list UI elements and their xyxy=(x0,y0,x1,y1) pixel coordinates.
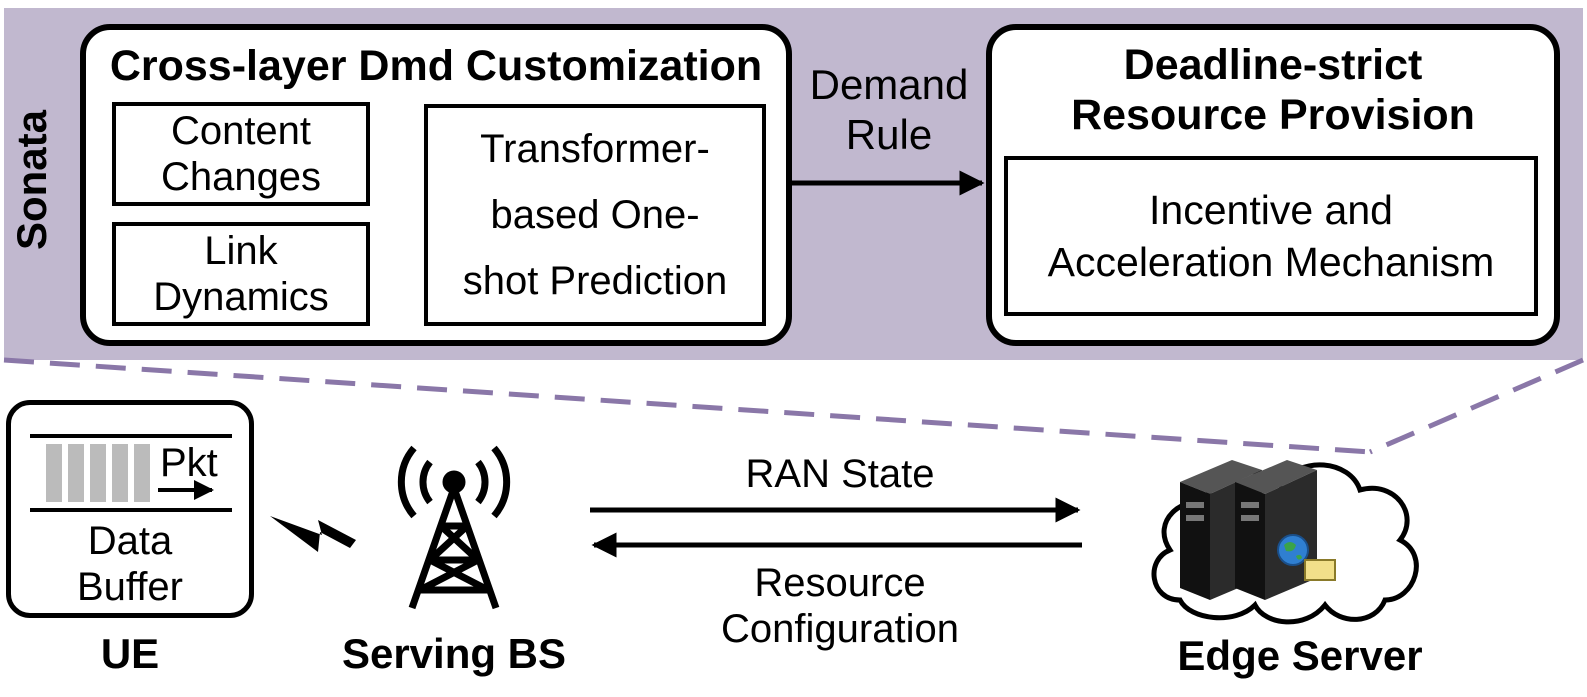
incentive-line: Incentive and xyxy=(1149,187,1393,233)
transformer-line: Transformer- xyxy=(480,127,710,171)
zoom-line-right xyxy=(1369,357,1584,455)
packet xyxy=(90,444,106,502)
packet xyxy=(46,444,62,502)
resource-configuration-line: Configuration xyxy=(721,607,959,651)
ue-label: UE xyxy=(100,630,160,677)
content-changes-line: Content xyxy=(170,109,312,153)
transformer-prediction-box: Transformer- based One- shot Prediction xyxy=(424,104,766,326)
globe-land xyxy=(1284,542,1302,560)
deadline-title: Deadline-strict Resource Provision xyxy=(992,38,1554,142)
packet-label: Pkt xyxy=(160,441,218,485)
deadline-title-line: Deadline-strict xyxy=(1123,41,1423,89)
resource-configuration-label: Resource Configuration xyxy=(640,556,1040,656)
demand-rule-label: Demand Rule xyxy=(796,58,982,162)
serving-bs-label: Serving BS xyxy=(341,630,567,677)
demand-rule-line: Demand xyxy=(809,61,969,108)
link-dynamics-line: Link xyxy=(204,229,278,273)
packet xyxy=(68,444,84,502)
cell-tower-icon xyxy=(397,445,511,610)
incentive-acceleration-box: Incentive and Acceleration Mechanism xyxy=(1004,156,1538,316)
transformer-line: shot Prediction xyxy=(462,259,728,303)
folder-icon xyxy=(1304,559,1336,581)
sonata-label-text: Sonata xyxy=(8,109,55,251)
transformer-line: based One- xyxy=(490,193,700,237)
content-changes-line: Changes xyxy=(160,155,322,199)
packet xyxy=(134,444,150,502)
edge-server-label: Edge Server xyxy=(1177,632,1423,679)
incentive-line: Acceleration Mechanism xyxy=(1047,239,1495,285)
ran-state-label: RAN State xyxy=(745,452,935,496)
link-dynamics-line: Dynamics xyxy=(153,275,329,319)
lightning-bolt-icon xyxy=(270,516,356,552)
data-buffer-line: Buffer xyxy=(77,565,183,609)
packet-queue xyxy=(46,444,150,502)
sonata-label: Sonata xyxy=(2,60,62,300)
packet xyxy=(112,444,128,502)
data-buffer-line: Data xyxy=(87,519,173,563)
link-dynamics-box: Link Dynamics xyxy=(112,222,370,326)
cross-layer-title: Cross-layer Dmd Customization xyxy=(109,42,763,90)
content-changes-box: Content Changes xyxy=(112,102,370,206)
ue-device-box xyxy=(6,400,254,618)
data-buffer-label: Data Buffer xyxy=(12,516,248,612)
deadline-title-line: Resource Provision xyxy=(1071,91,1475,139)
resource-configuration-line: Resource xyxy=(754,561,926,605)
demand-rule-line: Rule xyxy=(845,111,933,158)
